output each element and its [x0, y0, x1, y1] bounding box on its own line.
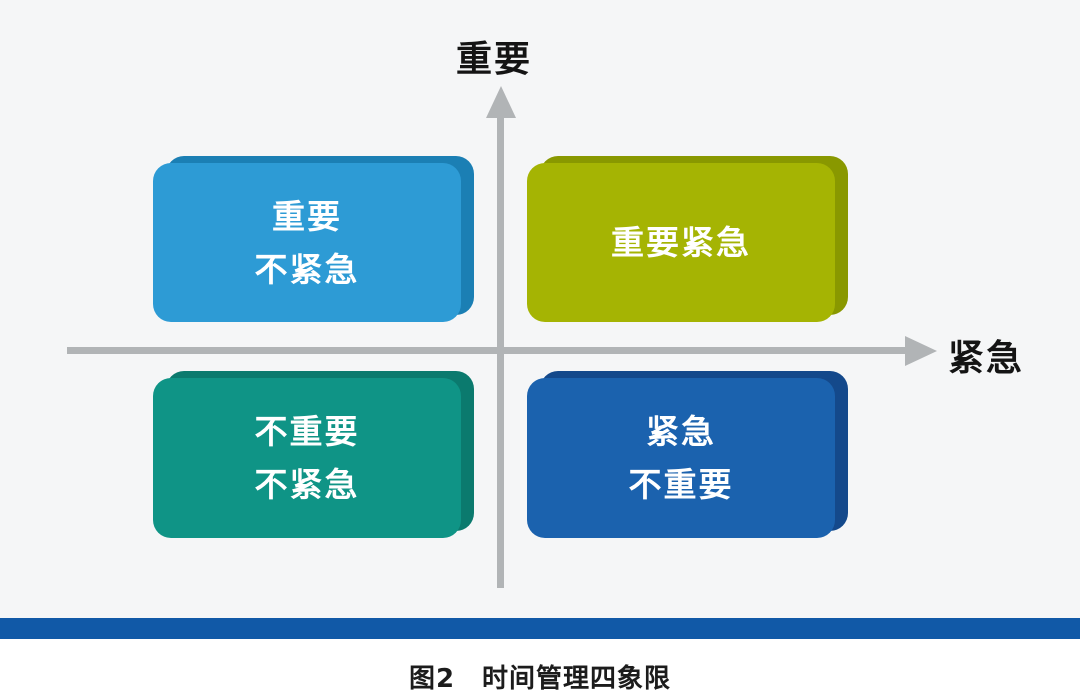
x-axis-line: [67, 347, 907, 354]
quadrant-label-line: 重要紧急: [611, 223, 751, 262]
quadrant-card-urgent-not-important: 紧急 不重要: [527, 378, 835, 538]
y-axis-arrowhead-icon: [486, 86, 516, 118]
quadrant-card-face: 重要 不紧急: [153, 163, 461, 322]
bottom-divider: [0, 618, 1080, 639]
quadrant-card-important-not-urgent: 重要 不紧急: [153, 163, 461, 322]
quadrant-card-face: 不重要 不紧急: [153, 378, 461, 538]
quadrant-label-line: 紧急: [646, 412, 716, 451]
quadrant-label-line: 不紧急: [254, 249, 360, 289]
quadrant-card-not-important-not-urgent: 不重要 不紧急: [153, 378, 461, 538]
quadrant-label-line: 不重要: [628, 465, 734, 504]
quadrant-card-important-urgent: 重要紧急: [527, 163, 835, 322]
quadrant-card-face: 重要紧急: [527, 163, 835, 322]
quadrant-label-line: 不紧急: [254, 465, 360, 504]
quadrant-card-face: 紧急 不重要: [527, 378, 835, 538]
quadrant-label-line: 不重要: [254, 412, 360, 451]
x-axis-arrowhead-icon: [905, 336, 937, 366]
x-axis-label: 紧急: [948, 338, 1025, 379]
figure-caption: 图2 时间管理四象限: [408, 664, 672, 694]
y-axis-label: 重要: [456, 39, 533, 80]
footer-background: [0, 639, 1080, 699]
quadrant-label-line: 重要: [272, 196, 342, 236]
